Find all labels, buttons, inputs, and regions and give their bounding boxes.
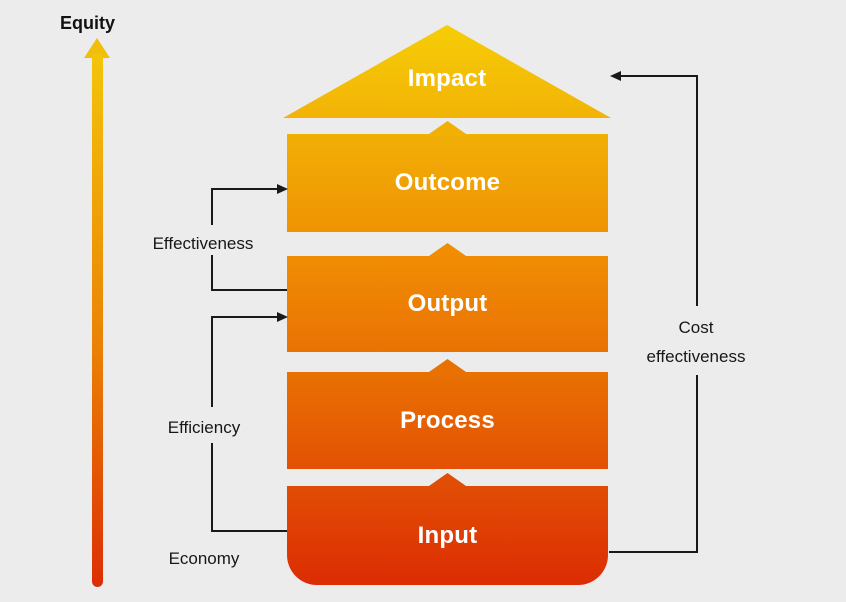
input-top-notch-icon — [427, 473, 468, 487]
economy-label: Economy — [168, 549, 240, 568]
level-outcome: Outcome — [287, 121, 608, 232]
level-process: Process — [287, 359, 608, 469]
effectiveness-arrowhead-icon — [277, 184, 288, 194]
effectiveness-line-top — [211, 188, 278, 190]
equity-arrow-up-icon — [84, 38, 110, 58]
cost-effectiveness-line-bottom — [609, 551, 698, 553]
efficiency-line-vertical-lower — [211, 443, 213, 532]
outcome-top-notch-icon — [427, 121, 468, 135]
effectiveness-line-vertical-lower — [211, 255, 213, 291]
level-output: Output — [287, 243, 608, 352]
efficiency-line-top — [211, 316, 278, 318]
level-process-label: Process — [400, 406, 495, 434]
efficiency-arrowhead-icon — [277, 312, 288, 322]
efficiency-line-vertical-upper — [211, 316, 213, 407]
level-outcome-label: Outcome — [394, 169, 501, 196]
level-output-label: Output — [407, 290, 488, 317]
output-top-notch-icon — [427, 243, 468, 257]
effectiveness-line-bottom — [211, 289, 287, 291]
cost-effectiveness-line-vertical-upper — [696, 75, 698, 306]
level-input-label: Input — [417, 521, 478, 549]
cost-effectiveness-line-top — [621, 75, 698, 77]
equity-label: Equity — [60, 13, 116, 33]
effectiveness-label: Effectiveness — [152, 234, 254, 253]
level-impact-label: Impact — [407, 65, 487, 92]
cost-effectiveness-line-vertical-lower — [696, 375, 698, 553]
effectiveness-line-vertical-upper — [211, 188, 213, 225]
level-input: Input — [287, 473, 608, 585]
cost-effectiveness-label: Cost effectiveness — [646, 318, 746, 366]
level-impact: Impact — [283, 25, 611, 118]
efficiency-label: Efficiency — [167, 418, 241, 437]
equity-arrow-shaft — [92, 54, 103, 587]
cost-effectiveness-arrowhead-icon — [610, 71, 621, 81]
process-top-notch-icon — [427, 359, 468, 373]
efficiency-line-bottom — [211, 530, 287, 532]
